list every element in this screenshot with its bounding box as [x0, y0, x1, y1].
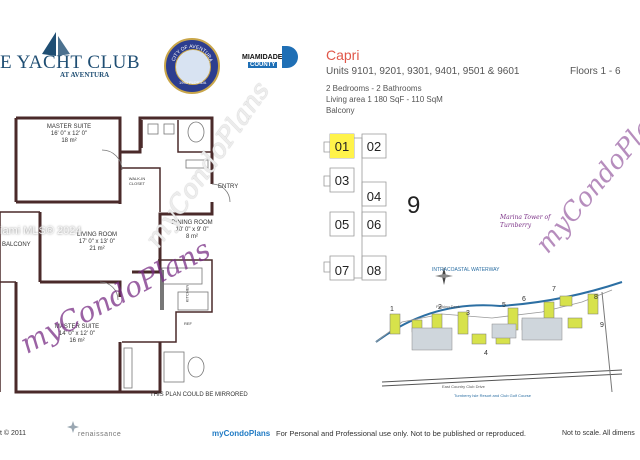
dining-room-label: DINING ROOM	[171, 220, 213, 226]
unit-05: 05	[334, 216, 350, 232]
mls-watermark: iami MLS® 2024	[0, 225, 82, 237]
entry-label: ENTRY	[218, 184, 239, 190]
seal-text: CITY OF AVENTURA	[171, 44, 214, 63]
living-room-label: LIVING ROOM	[76, 232, 117, 238]
resort-tower-label: Marina Tower of Turnberry	[500, 214, 551, 229]
dining-room-dim: 10' 0" x 9' 0"	[175, 227, 209, 233]
bedrooms-text: 2 Bedrooms - 2 Bathrooms	[326, 84, 422, 93]
renaissance-text: renaissance	[78, 431, 122, 438]
walkin-closet-label: WALK-IN CLOSET	[128, 176, 146, 186]
building-number: 9	[407, 192, 421, 219]
balcony-text: Balcony	[326, 106, 355, 115]
master-suite-2-label: MASTER SUITE	[54, 324, 100, 330]
md-logo-line1: MIAMIDADE	[242, 54, 283, 61]
renaissance-logo	[66, 420, 80, 439]
dining-room-area: 8 m²	[186, 234, 198, 240]
unit-03: 03	[334, 172, 350, 188]
site-building-7: 7	[552, 286, 556, 293]
mirrored-note: THIS PLAN COULD BE MIRRORED	[150, 392, 248, 398]
master-suite-2-dim: 14' 0" x 12' 0"	[58, 331, 96, 337]
unit-08: 08	[366, 262, 382, 278]
site-building-8: 8	[594, 294, 598, 301]
unit-04: 04	[366, 188, 382, 204]
svg-text:CITY OF AVENTURA: CITY OF AVENTURA	[171, 44, 214, 63]
model-name: Capri	[326, 47, 360, 63]
disclaimer-text: For Personal and Professional use only. …	[276, 429, 527, 438]
parking-deck-label: Parking Deck	[436, 304, 460, 309]
compass-icon	[434, 266, 454, 286]
living-room-dim: 17' 0" x 13' 0"	[78, 239, 116, 245]
floor-plan: MASTER SUITE 16' 0" x 12' 0" 18 m² WALK-…	[0, 112, 240, 402]
site-plan: INTRACOASTAL WATERWAY Parking Deck East …	[372, 262, 630, 402]
unit-06: 06	[366, 216, 382, 232]
site-building-9: 9	[600, 322, 604, 329]
footer-brand: myCondoPlans	[212, 429, 271, 438]
yacht-club-subtitle: AT AVENTURA	[60, 71, 110, 79]
site-building-2: 2	[438, 304, 442, 311]
kitchen-label: KITCHEN	[184, 284, 190, 303]
unit-07: 07	[334, 262, 350, 278]
copyright-text: t © 2011	[0, 430, 27, 437]
seal-bottom-text: 1995 FLORIDA	[179, 80, 207, 85]
master-suite-1-label: MASTER SUITE	[46, 124, 92, 130]
keyplan-watermark: myCondoPlans	[530, 90, 640, 260]
balcony-label: BALCONY	[2, 242, 31, 248]
site-building-1: 1	[390, 306, 394, 313]
unit-01: 01	[330, 134, 354, 158]
city-seal-logo: CITY OF AVENTURA 1995 FLORIDA	[164, 38, 220, 94]
intracoastal-label: INTRACOASTAL WATERWAY	[432, 267, 500, 273]
scale-note: Not to scale. All dimens	[562, 430, 635, 437]
living-area-text: Living area 1 180 SqF - 110 SqM	[326, 95, 443, 104]
site-building-4: 4	[484, 350, 488, 357]
master-suite-1-dim: 16' 0" x 12' 0"	[50, 131, 88, 137]
east-country-label: East Country Club Drive	[442, 384, 485, 389]
site-building-6: 6	[522, 296, 526, 303]
ref-label: REF	[184, 321, 192, 326]
yacht-sail-icon	[38, 30, 74, 65]
living-room-area: 21 m²	[89, 246, 105, 252]
turnberry-label: Turnberry Isle Resort and Club Golf Cour…	[454, 393, 531, 398]
building-keyplan: 01 02 03 04 05 06 07 08	[322, 128, 402, 288]
site-building-5: 5	[502, 302, 506, 309]
master-suite-1-area: 18 m²	[61, 138, 77, 144]
yacht-club-title: E YACHT CLUB	[0, 52, 141, 73]
miami-dade-logo: MIAMIDADE COUNTY	[242, 46, 298, 76]
unit-02: 02	[366, 138, 382, 154]
md-logo-line2: COUNTY	[248, 62, 278, 68]
master-suite-2-area: 16 m²	[69, 338, 85, 344]
floor-range: Floors 1 - 6	[570, 66, 621, 77]
site-building-3: 3	[466, 310, 470, 317]
unit-numbers: Units 9101, 9201, 9301, 9401, 9501 & 960…	[326, 66, 520, 77]
